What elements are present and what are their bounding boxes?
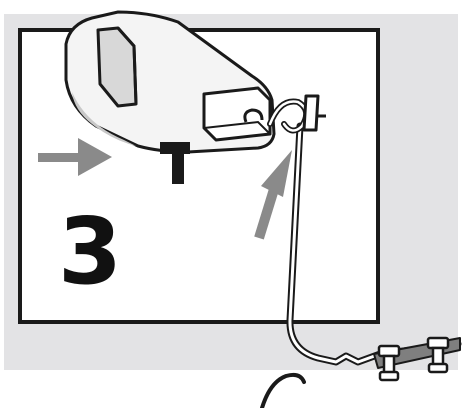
step-number: 3 [58,198,123,305]
cable-icon [260,372,306,408]
mounting-clip-icon [373,336,461,382]
arrow-right-icon [38,138,112,176]
hook-bracket-icon [267,94,462,366]
bolt-right-icon [426,336,450,374]
lamp-housing-icon [64,10,276,184]
bolt-left-icon [377,344,401,382]
arrow-up-diagonal-icon [254,150,292,240]
